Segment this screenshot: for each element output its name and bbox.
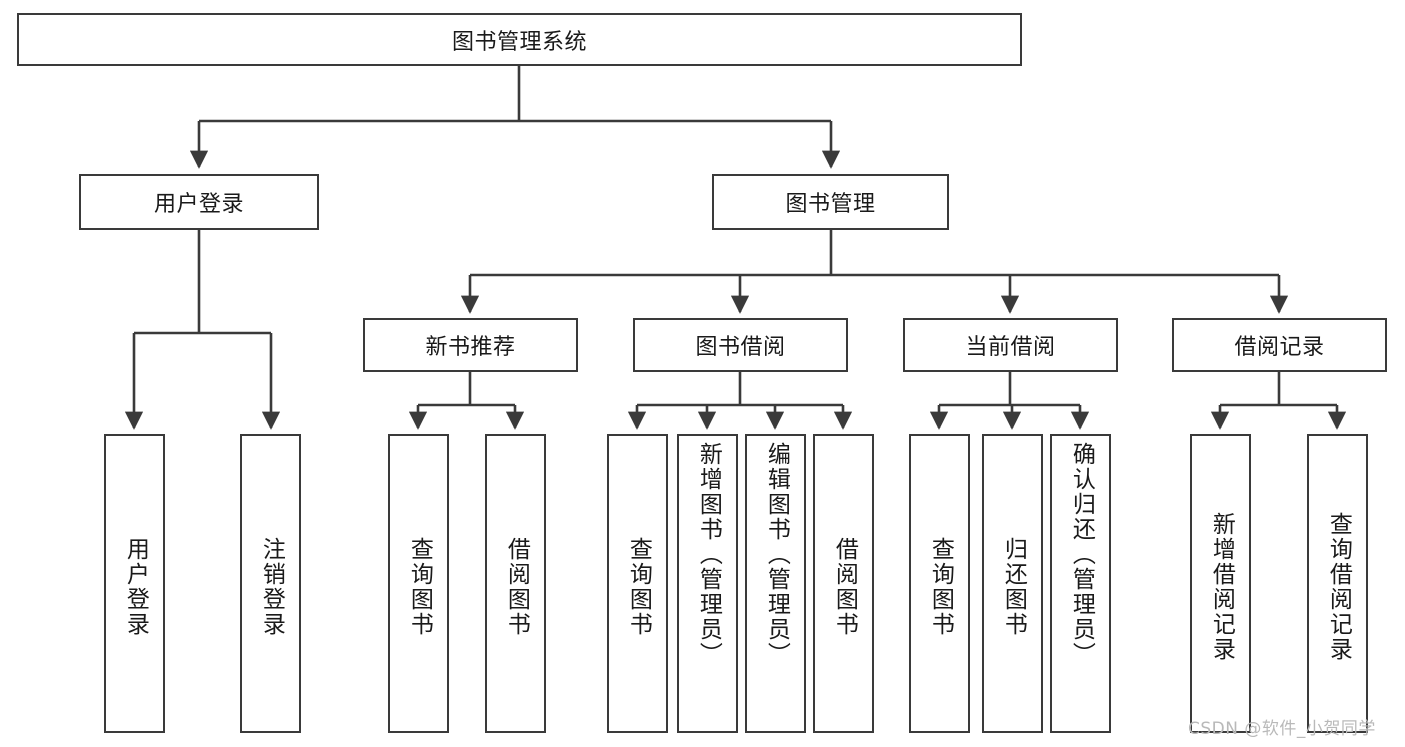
leaf-return-book[interactable]: 归还图书 <box>982 434 1043 733</box>
leaf-query-book-cur[interactable]: 查询图书 <box>909 434 970 733</box>
watermark-text: CSDN @软件_小贺同学 <box>1188 719 1376 739</box>
node-root[interactable]: 图书管理系统 <box>17 13 1022 66</box>
node-new-book-rec-label: 新书推荐 <box>425 335 516 360</box>
node-book-manage[interactable]: 图书管理 <box>712 174 949 230</box>
leaf-user-login[interactable]: 用户登录 <box>104 434 165 733</box>
node-new-book-rec[interactable]: 新书推荐 <box>363 318 578 372</box>
leaf-query-borrow-rec[interactable]: 查询借阅记录 <box>1307 434 1368 733</box>
node-current-borrow[interactable]: 当前借阅 <box>903 318 1118 372</box>
leaf-add-borrow-rec[interactable]: 新增借阅记录 <box>1190 434 1251 733</box>
leaf-edit-book[interactable]: 编辑图书（管理员） <box>745 434 806 733</box>
leaf-add-book[interactable]: 新增图书（管理员） <box>677 434 738 733</box>
leaf-query-borrow-rec-label: 查询借阅记录 <box>1325 511 1352 662</box>
leaf-confirm-return-label: 确认归还（管理员） <box>1068 442 1095 667</box>
node-book-manage-label: 图书管理 <box>785 192 876 217</box>
node-root-label: 图书管理系统 <box>451 29 587 55</box>
leaf-confirm-return[interactable]: 确认归还（管理员） <box>1050 434 1111 733</box>
leaf-query-book-cur-label: 查询图书 <box>927 536 954 637</box>
leaf-add-borrow-rec-label: 新增借阅记录 <box>1208 511 1235 662</box>
leaf-query-book-bor-label: 查询图书 <box>625 536 652 637</box>
node-book-borrow[interactable]: 图书借阅 <box>633 318 848 372</box>
node-book-borrow-label: 图书借阅 <box>695 335 786 360</box>
node-user-login[interactable]: 用户登录 <box>79 174 319 230</box>
leaf-return-book-label: 归还图书 <box>1000 536 1027 637</box>
leaf-borrow-book[interactable]: 借阅图书 <box>813 434 874 733</box>
leaf-user-login-label: 用户登录 <box>122 536 149 637</box>
leaf-borrow-book-rec[interactable]: 借阅图书 <box>485 434 546 733</box>
leaf-borrow-book-label: 借阅图书 <box>831 536 858 637</box>
leaf-query-book-rec-label: 查询图书 <box>406 536 433 637</box>
node-borrow-record-label: 借阅记录 <box>1234 335 1325 360</box>
leaf-add-book-label: 新增图书（管理员） <box>695 442 722 667</box>
leaf-user-logout-label: 注销登录 <box>258 536 285 637</box>
node-borrow-record[interactable]: 借阅记录 <box>1172 318 1387 372</box>
leaf-borrow-book-rec-label: 借阅图书 <box>503 536 530 637</box>
node-user-login-label: 用户登录 <box>153 192 244 217</box>
leaf-query-book-rec[interactable]: 查询图书 <box>388 434 449 733</box>
leaf-user-logout[interactable]: 注销登录 <box>240 434 301 733</box>
leaf-query-book-bor[interactable]: 查询图书 <box>607 434 668 733</box>
node-current-borrow-label: 当前借阅 <box>965 335 1056 360</box>
leaf-edit-book-label: 编辑图书（管理员） <box>763 442 790 667</box>
